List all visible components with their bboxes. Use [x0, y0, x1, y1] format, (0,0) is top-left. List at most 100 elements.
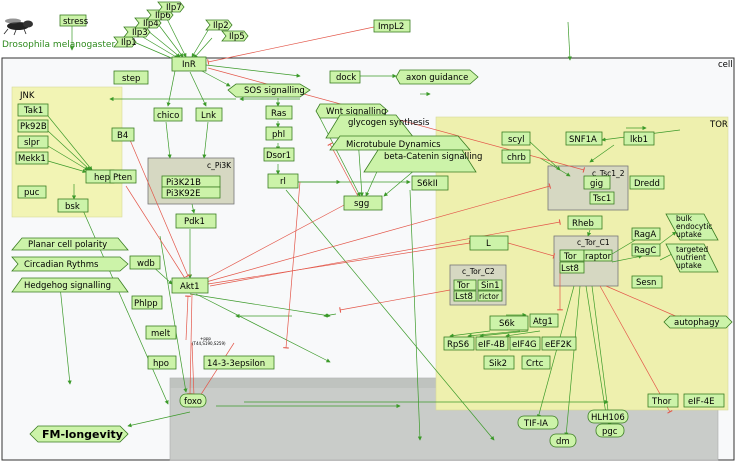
node-dm[interactable]: dm: [549, 433, 577, 448]
node-inr[interactable]: InR: [171, 56, 207, 72]
node-pi3k21b[interactable]: Pi3K21B: [161, 175, 221, 188]
node-raga[interactable]: RagA: [631, 227, 661, 241]
node-melt[interactable]: melt: [145, 325, 177, 340]
node-tor-c1-lst8[interactable]: Lst8: [559, 261, 585, 274]
node-hedgehog-signalling[interactable]: Hedgehog signalling: [11, 277, 129, 293]
node-pk92b[interactable]: Pk92B: [17, 119, 49, 133]
node-b4[interactable]: B4: [111, 127, 135, 142]
node-chrb[interactable]: chrb: [501, 149, 531, 164]
node-impl2[interactable]: ImpL2: [373, 19, 411, 33]
svg-text:endocytic: endocytic: [676, 222, 712, 231]
node-beta-catenin-signalling[interactable]: beta-Catenin signalling: [363, 149, 482, 173]
svg-text:S6kII: S6kII: [417, 179, 438, 189]
node-gig[interactable]: gig: [583, 175, 611, 190]
node-lkb1[interactable]: lkb1: [623, 131, 655, 146]
node-phlpp[interactable]: Phlpp: [131, 295, 163, 310]
node-autophagy[interactable]: autophagy: [663, 315, 733, 329]
node-pten[interactable]: Pten: [109, 169, 137, 184]
node-planar-cell-polarity[interactable]: Planar cell polarity: [11, 237, 129, 251]
node-chico[interactable]: chico: [153, 107, 183, 122]
node-ragc[interactable]: RagC: [631, 243, 661, 257]
node-ilp7[interactable]: Ilp7: [157, 1, 185, 13]
node-stress[interactable]: stress: [59, 14, 89, 27]
node-dsor1[interactable]: Dsor1: [263, 147, 295, 162]
node-foxo[interactable]: foxo: [179, 393, 207, 408]
node-thor[interactable]: Thor: [647, 393, 679, 408]
node-slpr[interactable]: slpr: [17, 135, 49, 149]
node-fm-longevity[interactable]: FM-longevity: [29, 425, 129, 443]
node-microtubule-dynamics[interactable]: Microtubule Dynamics: [329, 135, 471, 151]
node-pdk1[interactable]: Pdk1: [175, 213, 217, 229]
node-rl[interactable]: rl: [267, 173, 299, 189]
node-atg1[interactable]: Atg1: [529, 313, 559, 328]
node-dredd[interactable]: Dredd: [629, 175, 665, 190]
node-raptor[interactable]: raptor: [583, 249, 613, 262]
node-mekk1[interactable]: Mekk1: [15, 151, 49, 165]
svg-text:bsk: bsk: [65, 202, 80, 212]
node-bulk-endocytic-uptake[interactable]: bulk endocytic uptake: [665, 213, 719, 241]
node-sgg[interactable]: sgg: [343, 195, 383, 211]
node-sesn[interactable]: Sesn: [631, 275, 663, 289]
node-pgc[interactable]: pgc: [595, 423, 625, 438]
node-14-3-3epsilon[interactable]: 14-3-3epsilon: [203, 355, 275, 370]
node-rps6[interactable]: RpS6: [443, 336, 475, 351]
node-snf1a[interactable]: SNF1A: [565, 131, 603, 146]
species-label: Drosophila melanogaster: [2, 40, 115, 50]
node-circadian-rythms[interactable]: Circadian Rythms: [11, 256, 129, 272]
svg-text:melt: melt: [151, 329, 171, 339]
node-eif4g[interactable]: eIF4G: [509, 336, 541, 351]
node-puc[interactable]: puc: [17, 185, 47, 199]
svg-text:Tor: Tor: [563, 252, 577, 262]
svg-text:Rheb: Rheb: [572, 219, 594, 229]
svg-text:ImpL2: ImpL2: [378, 22, 404, 32]
svg-text:beta-Catenin signalling: beta-Catenin signalling: [384, 152, 482, 162]
node-axon-guidance[interactable]: axon guidance: [395, 69, 479, 85]
node-tor-c2-lst8[interactable]: Lst8: [453, 290, 477, 302]
node-bsk[interactable]: bsk: [57, 198, 89, 213]
svg-text:raptor: raptor: [585, 252, 612, 262]
node-sin1[interactable]: Sin1: [477, 279, 503, 291]
svg-text:eIF-4B: eIF-4B: [478, 340, 505, 350]
node-targeted-nutrient-uptake[interactable]: targeted nutrient uptake: [665, 243, 719, 273]
svg-text:uptake: uptake: [676, 261, 702, 270]
node-eef2k[interactable]: eEF2K: [541, 336, 577, 351]
node-step[interactable]: step: [113, 70, 149, 85]
node-hep[interactable]: hep: [85, 169, 115, 184]
svg-text:Ras: Ras: [271, 109, 287, 119]
node-l[interactable]: L: [469, 235, 509, 251]
svg-text:Ilp3: Ilp3: [132, 28, 148, 38]
node-wdb[interactable]: wdb: [129, 255, 161, 270]
tor-label: TOR: [709, 120, 728, 130]
node-rictor[interactable]: rictor: [477, 290, 503, 302]
svg-text:Lnk: Lnk: [201, 111, 216, 121]
node-pi3k92e[interactable]: Pi3K92E: [161, 186, 221, 199]
svg-text:Planar cell polarity: Planar cell polarity: [28, 240, 107, 250]
node-ilp1[interactable]: Ilp1: [113, 36, 137, 48]
node-tsc1[interactable]: Tsc1: [589, 191, 615, 205]
node-hlh106[interactable]: HLH106: [587, 409, 629, 424]
node-ras[interactable]: Ras: [265, 105, 293, 120]
node-crtc[interactable]: Crtc: [521, 355, 551, 370]
node-tifia[interactable]: TIF-IA: [517, 415, 559, 430]
node-dock[interactable]: dock: [329, 70, 361, 84]
node-ilp5[interactable]: Ilp5: [221, 30, 249, 42]
svg-text:Pk92B: Pk92B: [20, 122, 47, 132]
node-phl[interactable]: phl: [265, 126, 293, 141]
node-ilp2[interactable]: Ilp2: [205, 19, 233, 31]
node-eif4b[interactable]: eIF-4B: [475, 336, 509, 351]
node-sos-signalling[interactable]: SOS signalling: [227, 83, 311, 98]
node-tor-c1-tor[interactable]: Tor: [559, 249, 585, 262]
node-hpo[interactable]: hpo: [147, 355, 177, 370]
node-sik2[interactable]: Sik2: [483, 355, 515, 370]
node-scyl[interactable]: scyl: [501, 131, 531, 146]
node-akt1[interactable]: Akt1: [171, 277, 209, 294]
node-s6kii[interactable]: S6kII: [411, 175, 449, 191]
node-rheb[interactable]: Rheb: [567, 215, 603, 230]
akt-foxo-sites: (T44,S190,S259): [192, 341, 226, 346]
node-tor-c2-tor[interactable]: Tor: [453, 279, 477, 291]
node-s6k[interactable]: S6k: [489, 315, 529, 331]
node-lnk[interactable]: Lnk: [195, 107, 223, 122]
svg-text:chrb: chrb: [507, 153, 526, 163]
node-tak1[interactable]: Tak1: [17, 103, 49, 117]
node-eif4e[interactable]: eIF-4E: [683, 393, 725, 408]
